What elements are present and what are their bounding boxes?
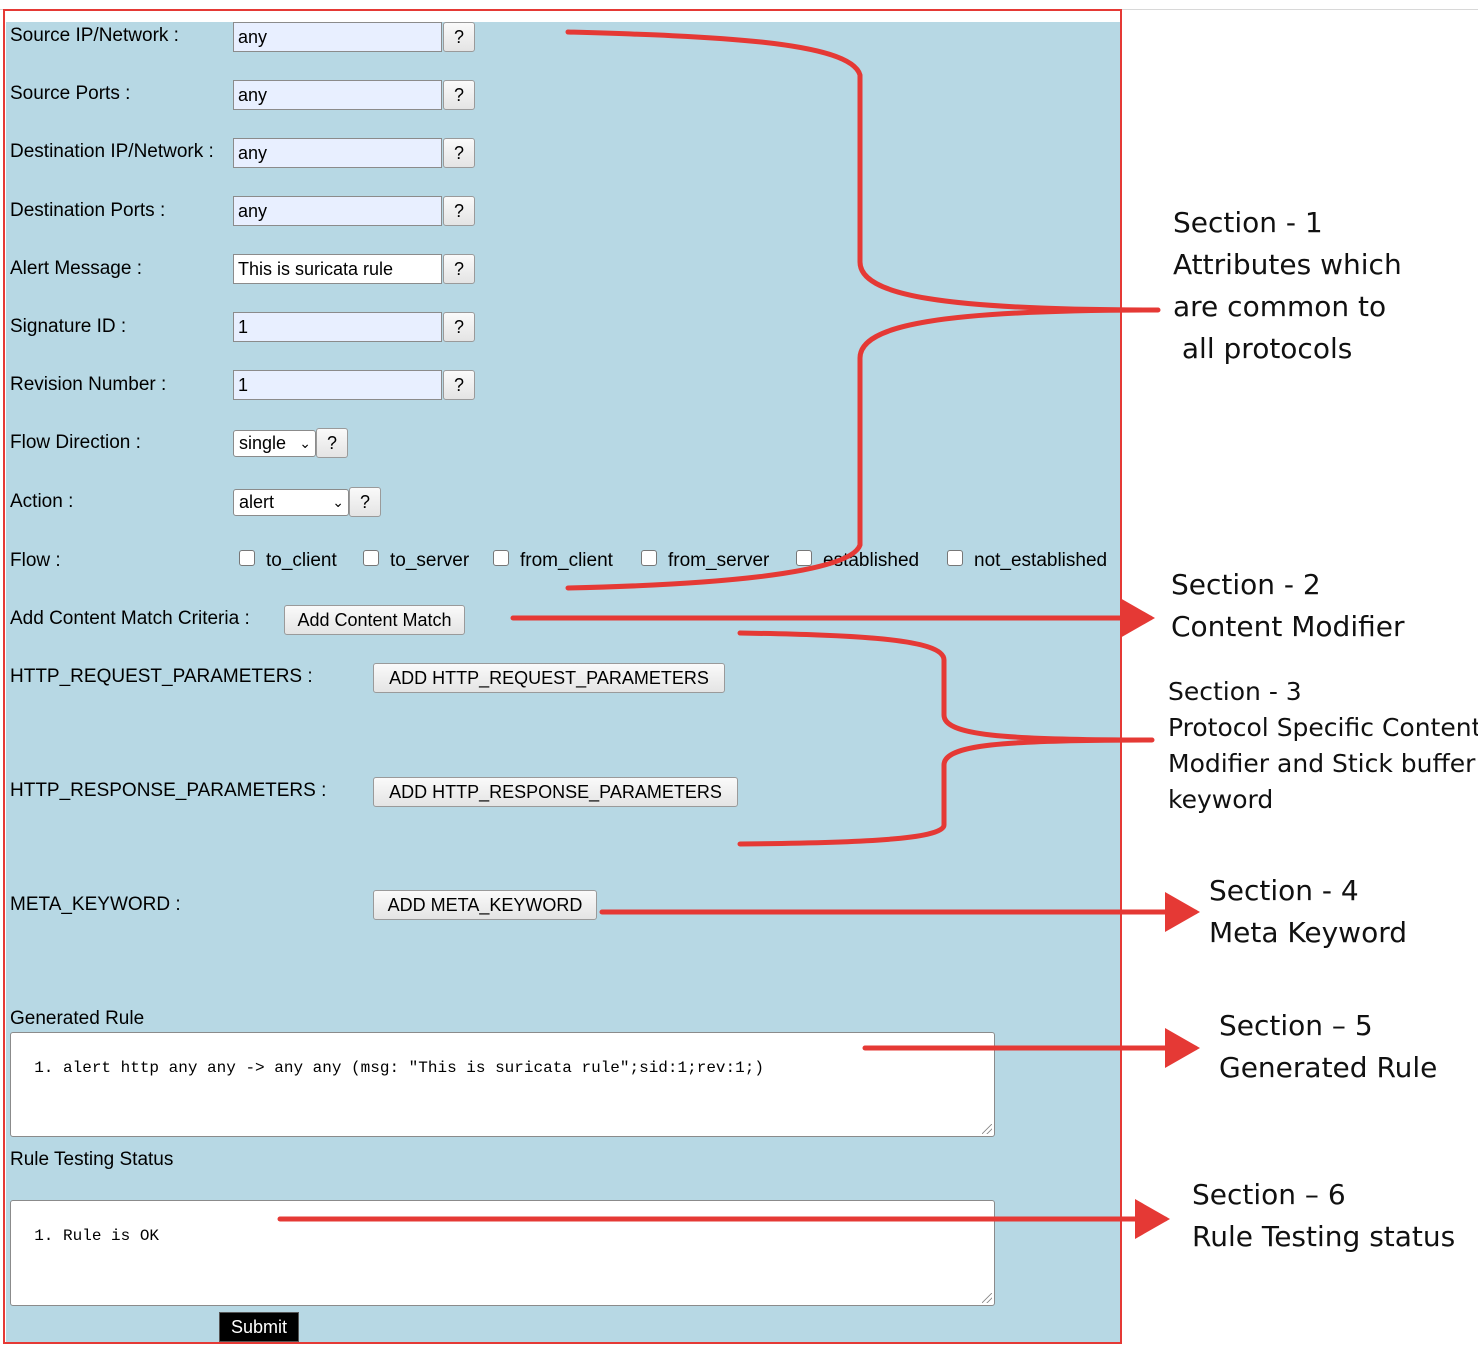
annotation-line: Section - 2 [1171,568,1321,601]
help-button[interactable]: ? [443,370,475,400]
annotation-line: Section - 4 [1209,874,1359,907]
annotation-section-3: Section - 3 Protocol Specific Content Mo… [1168,674,1478,818]
checkbox-label: to_server [390,550,470,571]
annotation-section-5: Section – 5 Generated Rule [1219,1005,1437,1089]
highlight-frame [3,9,1122,1344]
action-select[interactable]: alert ⌄ [233,489,349,516]
annotation-line: Section - 3 [1168,677,1302,706]
from-server-checkbox[interactable] [641,550,657,566]
field-label: Destination Ports : [10,200,166,221]
annotation-line: Modifier and Stick buffer [1168,749,1476,778]
field-label: Action : [10,491,74,512]
resize-grip-icon[interactable] [982,1124,992,1134]
to-client-checkbox[interactable] [239,550,255,566]
annotation-line: keyword [1168,785,1274,814]
annotation-line: are common to [1173,290,1387,323]
field-label: Alert Message : [10,258,142,279]
help-button[interactable]: ? [443,196,475,226]
field-label: Source IP/Network : [10,25,179,46]
field-label: Signature ID : [10,316,127,337]
checkbox-label: from_server [668,550,770,571]
established-checkbox[interactable] [796,550,812,566]
http-response-label: HTTP_RESPONSE_PARAMETERS : [10,780,327,801]
alert-message-input[interactable]: This is suricata rule [233,254,442,284]
source-ports-input[interactable]: any [233,80,442,110]
add-http-response-button[interactable]: ADD HTTP_RESPONSE_PARAMETERS [373,777,738,807]
http-request-label: HTTP_REQUEST_PARAMETERS : [10,666,313,687]
rule-testing-status-text: 1. Rule is OK [34,1227,160,1245]
generated-rule-label: Generated Rule [10,1008,145,1029]
annotation-line: Attributes which [1173,248,1402,281]
help-button[interactable]: ? [443,312,475,342]
resize-grip-icon[interactable] [982,1293,992,1303]
destination-ports-input[interactable]: any [233,196,442,226]
source-ip-input[interactable]: any [233,22,442,52]
content-match-label: Add Content Match Criteria : [10,608,250,629]
generated-rule-text: 1. alert http any any -> any any (msg: "… [34,1059,764,1077]
annotation-line: Section – 5 [1219,1009,1373,1042]
section1-brace [565,29,1161,591]
field-label: Source Ports : [10,83,131,104]
help-button[interactable]: ? [443,22,475,52]
to-server-checkbox[interactable] [363,550,379,566]
annotation-section-2: Section - 2 Content Modifier [1171,564,1404,648]
annotation-section-6: Section – 6 Rule Testing status [1192,1174,1455,1258]
help-button[interactable]: ? [443,80,475,110]
help-button[interactable]: ? [443,138,475,168]
annotation-line: Section - 1 [1173,206,1323,239]
checkbox-label: from_client [520,550,613,571]
annotation-line: Protocol Specific Content [1168,713,1478,742]
checkbox-label: to_client [266,550,337,571]
section3-brace [737,630,1155,847]
from-client-checkbox[interactable] [493,550,509,566]
field-label: Flow : [10,550,61,571]
help-button[interactable]: ? [349,487,381,517]
annotation-line: Rule Testing status [1192,1220,1456,1253]
annotation-section-4: Section - 4 Meta Keyword [1209,870,1407,954]
add-content-match-button[interactable]: Add Content Match [284,605,465,635]
help-button[interactable]: ? [316,428,348,458]
flow-direction-select[interactable]: single ⌄ [233,430,316,457]
rule-testing-status-label: Rule Testing Status [10,1149,174,1170]
chevron-down-icon: ⌄ [332,494,344,510]
annotation-line: Content Modifier [1171,610,1405,643]
help-button[interactable]: ? [443,254,475,284]
checkbox-label: not_established [974,550,1108,571]
field-label: Revision Number : [10,374,167,395]
revision-number-input[interactable]: 1 [233,370,442,400]
annotation-line: Generated Rule [1219,1051,1438,1084]
select-value: alert [239,492,275,512]
generated-rule-textarea[interactable]: 1. alert http any any -> any any (msg: "… [10,1032,995,1137]
select-value: single [239,433,287,453]
annotation-line: Meta Keyword [1209,916,1408,949]
add-meta-keyword-button[interactable]: ADD META_KEYWORD [373,890,597,920]
annotation-line: all protocols [1173,332,1353,365]
annotation-line: Section – 6 [1192,1178,1346,1211]
field-label: Destination IP/Network : [10,141,214,162]
meta-keyword-label: META_KEYWORD : [10,894,181,915]
add-http-request-button[interactable]: ADD HTTP_REQUEST_PARAMETERS [373,663,725,693]
signature-id-input[interactable]: 1 [233,312,442,342]
annotation-section-1: Section - 1 Attributes which are common … [1173,202,1402,370]
not-established-checkbox[interactable] [947,550,963,566]
field-label: Flow Direction : [10,432,141,453]
submit-button[interactable]: Submit [219,1312,299,1342]
chevron-down-icon: ⌄ [299,435,311,451]
destination-ip-input[interactable]: any [233,138,442,168]
